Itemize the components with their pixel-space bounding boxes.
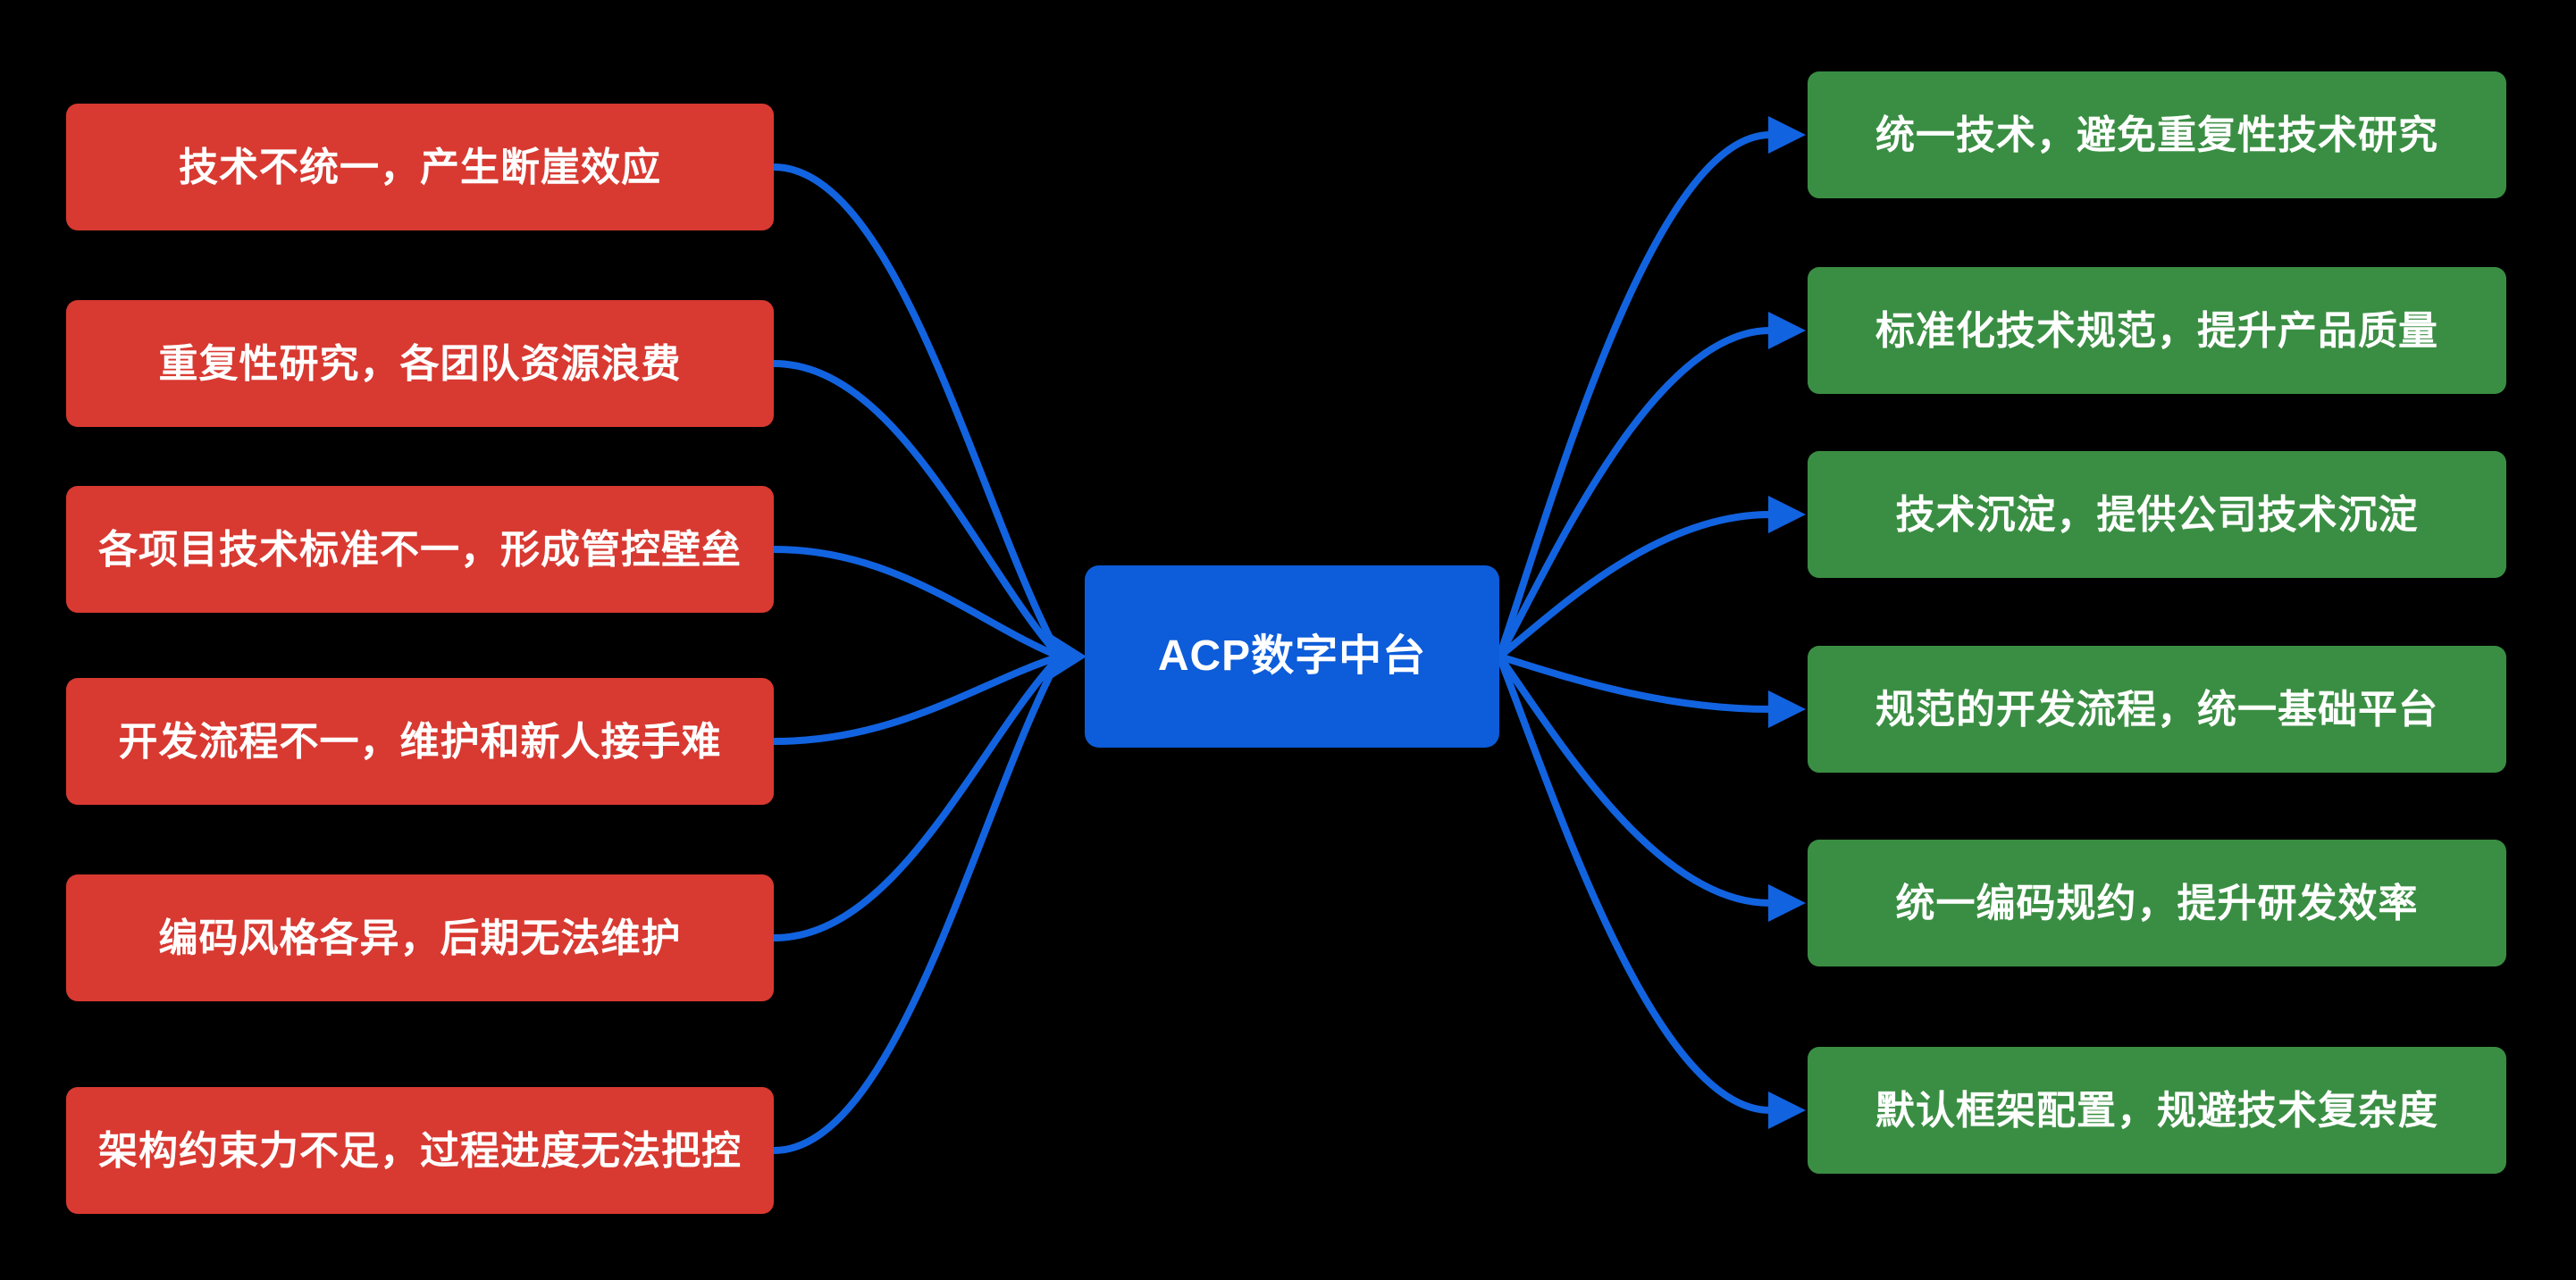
center-node-label: ACP数字中台	[1157, 632, 1427, 680]
benefit-node-label: 默认框架配置，规避技术复杂度	[1875, 1088, 2438, 1133]
connector-curve	[1496, 653, 1774, 907]
problem-node-2[interactable]: 重复性研究，各团队资源浪费	[66, 300, 774, 427]
connector-arrowhead	[1768, 116, 1806, 154]
benefit-node-label: 标准化技术规范，提升产品质量	[1875, 308, 2438, 353]
problem-node-1[interactable]: 技术不统一，产生断崖效应	[66, 104, 774, 230]
connector-curve	[770, 653, 1063, 941]
benefit-node-5[interactable]: 统一编码规约，提升研发效率	[1808, 840, 2506, 966]
benefit-node-1[interactable]: 统一技术，避免重复性技术研究	[1808, 71, 2506, 198]
problem-node-label: 各项目技术标准不一，形成管控壁垒	[98, 527, 742, 572]
benefit-node-label: 统一技术，避免重复性技术研究	[1875, 113, 2438, 157]
problem-node-label: 开发流程不一，维护和新人接手难	[118, 719, 722, 764]
connector-curve	[1496, 131, 1774, 660]
connector-arrowhead	[1768, 690, 1806, 728]
connector-arrowhead	[1768, 496, 1806, 533]
connector-curve	[770, 653, 1063, 1154]
connector-curve	[1496, 653, 1774, 713]
benefit-node-4[interactable]: 规范的开发流程，统一基础平台	[1808, 646, 2506, 773]
problem-node-4[interactable]: 开发流程不一，维护和新人接手难	[66, 678, 774, 805]
benefit-node-2[interactable]: 标准化技术规范，提升产品质量	[1808, 267, 2506, 394]
center-node[interactable]: ACP数字中台	[1085, 565, 1499, 748]
problem-node-label: 重复性研究，各团队资源浪费	[158, 341, 682, 386]
connector-curve	[770, 546, 1063, 660]
problem-node-label: 架构约束力不足，过程进度无法把控	[98, 1128, 742, 1173]
problem-node-5[interactable]: 编码风格各异，后期无法维护	[66, 874, 774, 1001]
connector-curve	[770, 653, 1063, 745]
connector-curve	[1496, 653, 1774, 1114]
connector-arrowhead	[1768, 1092, 1806, 1129]
connector-curve	[770, 360, 1063, 660]
connector-arrowhead	[1768, 884, 1806, 922]
connector-arrowhead	[1053, 635, 1087, 678]
benefit-node-label: 规范的开发流程，统一基础平台	[1875, 687, 2438, 732]
problem-node-6[interactable]: 架构约束力不足，过程进度无法把控	[66, 1087, 774, 1214]
connector-curve	[1496, 327, 1774, 660]
connector-curve	[1496, 511, 1774, 660]
problem-node-3[interactable]: 各项目技术标准不一，形成管控壁垒	[66, 486, 774, 613]
connector-curve	[770, 163, 1063, 660]
benefit-node-6[interactable]: 默认框架配置，规避技术复杂度	[1808, 1047, 2506, 1174]
problem-node-label: 技术不统一，产生断崖效应	[179, 145, 661, 189]
connector-arrowhead	[1768, 312, 1806, 349]
problem-node-label: 编码风格各异，后期无法维护	[158, 916, 682, 960]
benefit-node-3[interactable]: 技术沉淀，提供公司技术沉淀	[1808, 451, 2506, 578]
benefit-node-label: 统一编码规约，提升研发效率	[1895, 881, 2419, 925]
benefit-node-label: 技术沉淀，提供公司技术沉淀	[1895, 492, 2419, 537]
